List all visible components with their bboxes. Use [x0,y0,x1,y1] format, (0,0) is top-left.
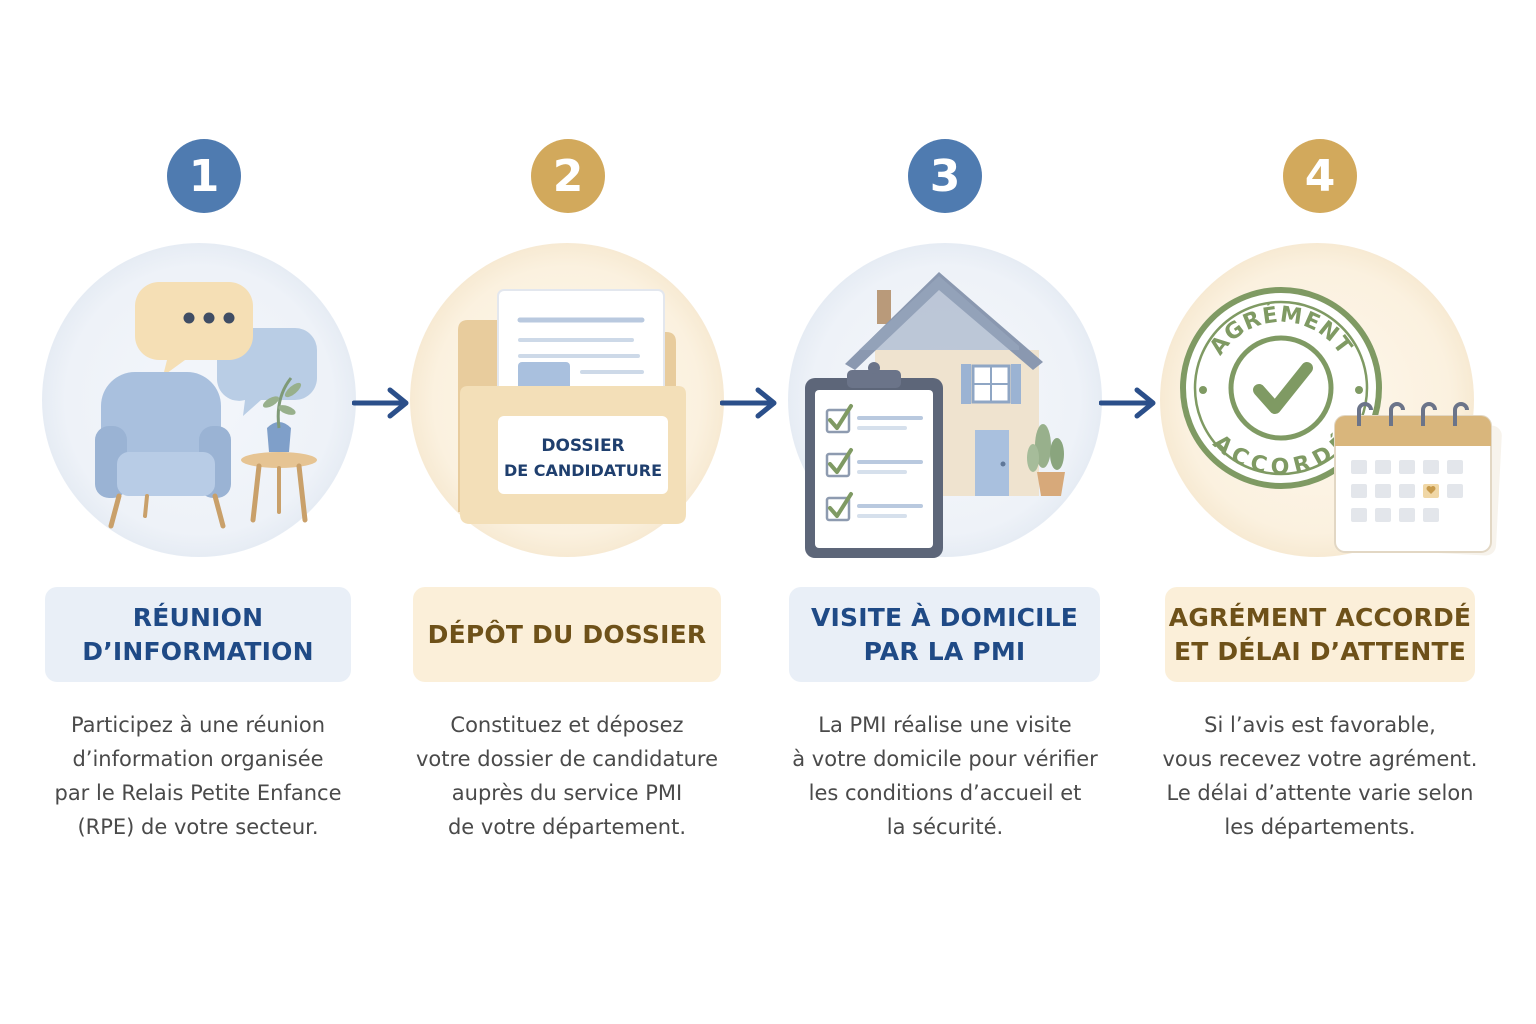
arrow-right-icon [720,387,777,419]
step-title: DÉPÔT DU DOSSIER [413,587,721,682]
step-title: AGRÉMENT ACCORDÉ ET DÉLAI D’ATTENTE [1165,587,1475,682]
step-number-badge: 2 [531,139,605,213]
step-number-badge: 4 [1283,139,1357,213]
step-title: RÉUNION D’INFORMATION [45,587,351,682]
step-description: Si l’avis est favorable, vous recevez vo… [1162,713,1478,839]
arrow-right-icon [1099,387,1156,419]
step-description: La PMI réalise une visite à votre domici… [792,713,1098,839]
step-description: Constituez et déposez votre dossier de c… [415,713,719,839]
arrow-right-icon [352,387,409,419]
approval-stamp-calendar-icon: AGRÉMENT ACCORDÉ [1160,243,1502,557]
step-title: VISITE À DOMICILE PAR LA PMI [789,587,1100,682]
step-description: Participez à une réunion d’information o… [54,713,342,839]
folder-label-line2: DE CANDIDATURE [504,461,662,480]
step-number-badge: 1 [167,139,241,213]
folder-label-line1: DOSSIER [541,436,624,456]
step-number-badge: 3 [908,139,982,213]
application-folder-icon: DOSSIER DE CANDIDATURE [410,243,724,557]
armchair-speech-bubbles-icon [42,243,356,557]
house-checklist-icon [788,243,1102,558]
